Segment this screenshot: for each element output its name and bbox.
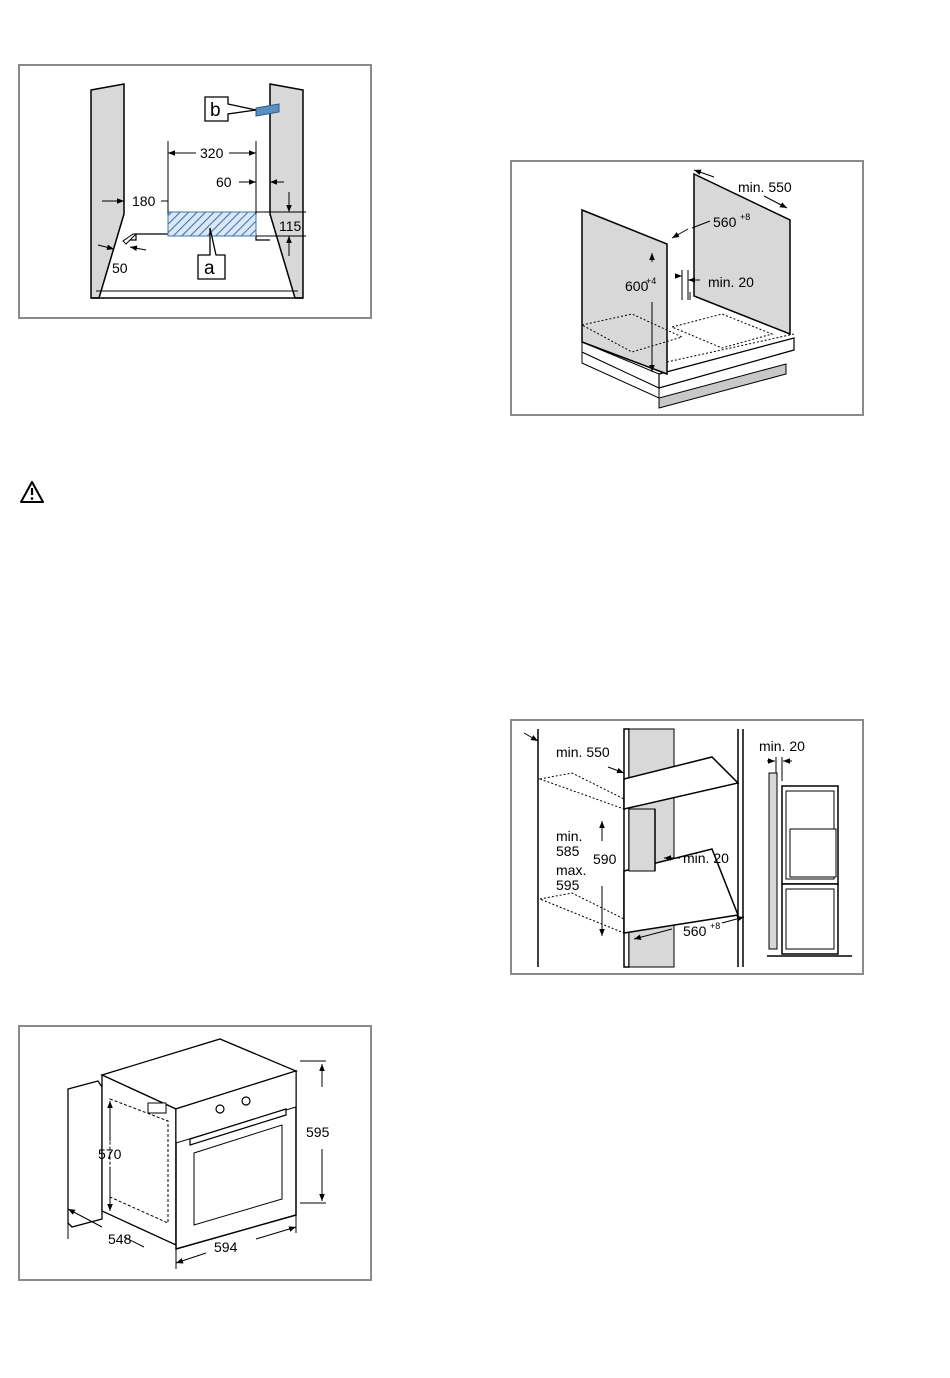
figure-under-counter-niche: min. 550 560 +8 600 +4 min. 20: [510, 160, 864, 416]
warning-triangle-icon: [20, 481, 44, 503]
oven-side-trim: [68, 1081, 102, 1227]
figure-cutout-top-view: b a 320 60 180 115 50: [18, 64, 372, 319]
dim-min550: min. 550: [556, 744, 610, 760]
knob-left-icon: [216, 1105, 224, 1113]
dim-50: 50: [112, 260, 128, 276]
dim-max595-line1: max.: [556, 862, 586, 878]
dim-min585-line2: 585: [556, 843, 580, 859]
dim-min20: min. 20: [708, 274, 754, 290]
dim-560: 560: [713, 214, 737, 230]
dim-560-tolerance: +8: [710, 921, 720, 931]
knob-right-icon: [242, 1097, 250, 1105]
dim-min20-side: min. 20: [759, 738, 805, 754]
callout-b-label: b: [210, 100, 221, 121]
dim-min20: min. 20: [683, 850, 729, 866]
side-view-back-wall: [769, 773, 777, 949]
dim-max595-line2: 595: [556, 877, 580, 893]
side-view-lower-cabinet: [782, 884, 838, 954]
cabinet-back-side: [694, 174, 790, 334]
dim-595: 595: [306, 1124, 330, 1140]
figure-oven-dimensions: 595 570 548 594: [18, 1025, 372, 1281]
dim-115: 115: [279, 218, 302, 234]
dim-min550: min. 550: [738, 179, 792, 195]
dim-min585-line1: min.: [556, 828, 582, 844]
figure4-drawing: 595 570 548 594: [20, 1027, 374, 1283]
dim-590: 590: [593, 851, 617, 867]
figure2-drawing: min. 550 560 +8 600 +4 min. 20: [512, 162, 866, 418]
callout-a-label: a: [204, 258, 215, 279]
dim-560-tolerance: +8: [740, 212, 750, 222]
dim-600-tolerance: +4: [646, 276, 656, 286]
figure3-drawing: min. 550 min. 585 590 max. 595 min. 20 5…: [512, 721, 866, 977]
dim-180: 180: [132, 193, 156, 209]
dim-594: 594: [214, 1239, 238, 1255]
figure1-drawing: b a 320 60 180 115 50: [20, 66, 374, 321]
figure-tall-unit-installation: min. 550 min. 585 590 max. 595 min. 20 5…: [510, 719, 864, 975]
dim-560: 560: [683, 923, 707, 939]
hatched-cutout-area: [168, 212, 256, 236]
right-side-panel: [270, 84, 303, 298]
side-view-oven: [790, 829, 836, 877]
dim-570: 570: [98, 1146, 122, 1162]
dim-548: 548: [108, 1231, 132, 1247]
dim-320: 320: [200, 145, 224, 161]
dim-60: 60: [216, 174, 232, 190]
